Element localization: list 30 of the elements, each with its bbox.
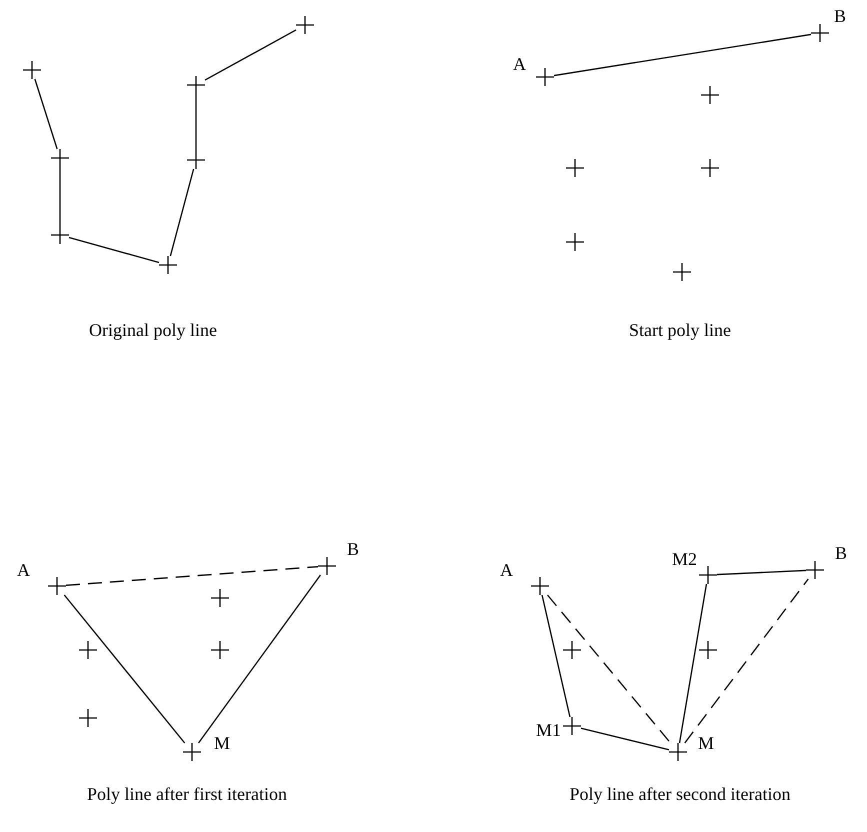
point-label: M (698, 734, 714, 752)
point-label: B (834, 7, 846, 25)
polyline-segment (204, 29, 296, 81)
polyline-segment (554, 34, 812, 76)
polyline-segment (580, 728, 670, 750)
polyline-segment (195, 94, 197, 151)
polyline-segment (64, 594, 186, 744)
point-label: A (500, 561, 513, 579)
polyline-segment (170, 168, 194, 256)
panel-caption: Start poly line (629, 320, 731, 340)
point-label: A (17, 561, 30, 579)
dashed-line (66, 566, 318, 586)
point-label: A (513, 55, 526, 73)
point-label: M1 (536, 721, 562, 739)
polyline-segment (541, 594, 571, 718)
polyline-segment (34, 78, 58, 150)
polyline-segment (68, 236, 160, 264)
panel-caption: Original poly line (89, 320, 217, 340)
point-label: M (214, 734, 230, 752)
point-label: B (835, 544, 848, 562)
polyline-segment (59, 167, 61, 226)
polyline-segment (198, 574, 321, 744)
panel-caption: Poly line after first iteration (87, 784, 287, 804)
panel-caption: Poly line after second iteration (570, 784, 790, 804)
point-label: M2 (672, 550, 698, 568)
point-label: B (347, 540, 360, 558)
dashed-line (546, 594, 672, 744)
polyline-segment (678, 584, 708, 744)
dashed-line (684, 578, 809, 744)
polyline-segment (716, 570, 806, 576)
